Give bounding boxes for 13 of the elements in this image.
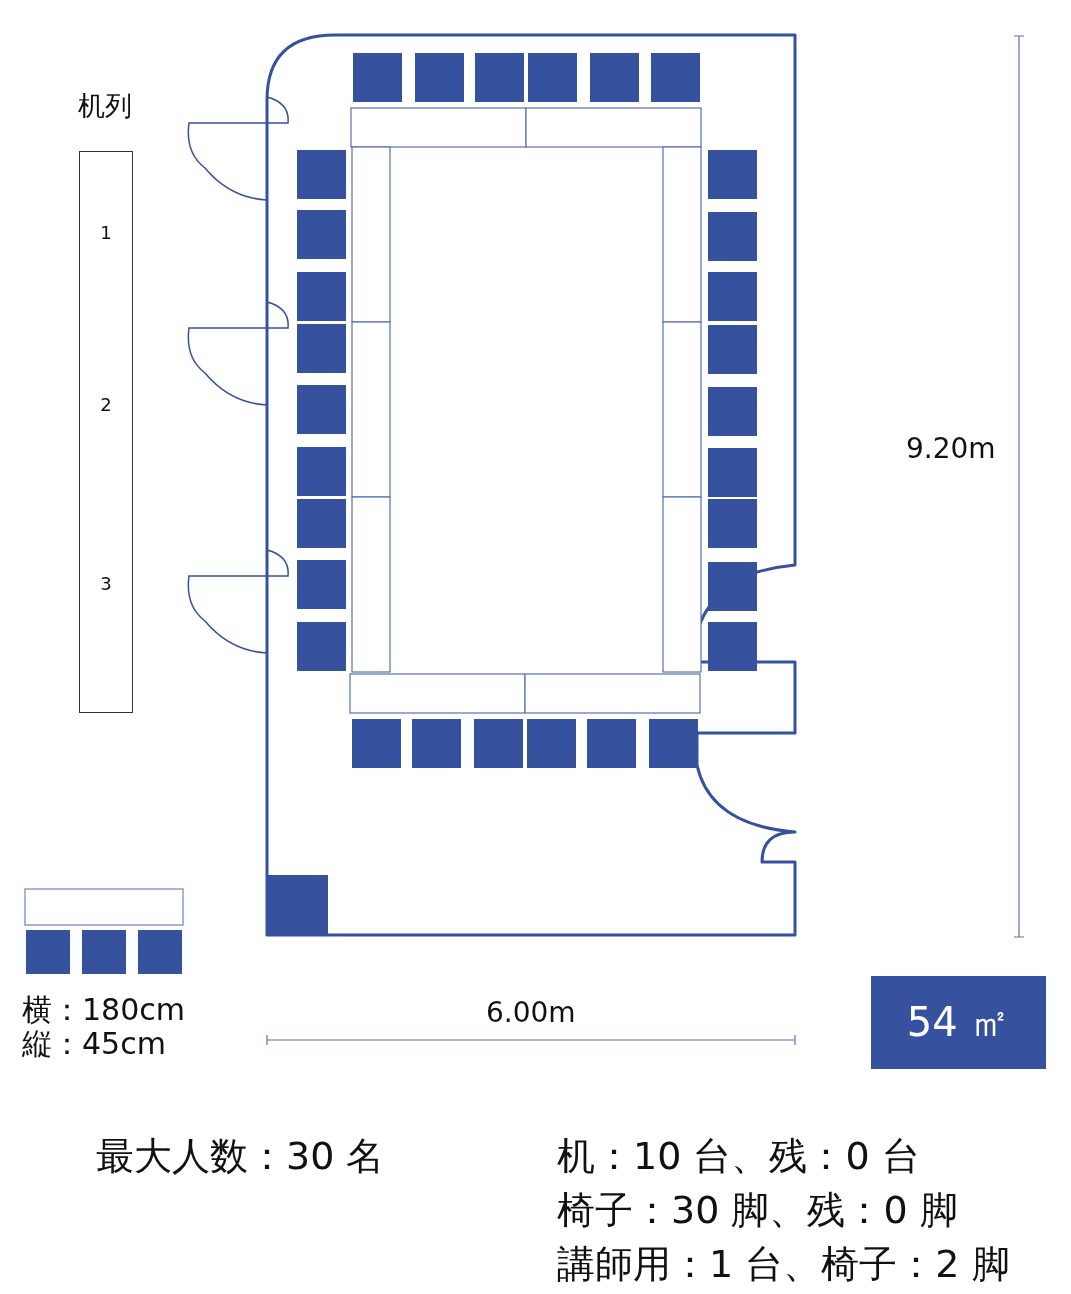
row-number: 1 [99,222,113,243]
row-number: 3 [99,573,113,594]
strip-heading: 机列 [78,89,132,123]
row-number: 2 [99,394,113,415]
dimension-note: 横：180cm [22,993,185,1027]
equipment-note: 椅子：30 脚、残：0 脚 [557,1187,958,1234]
dimension-label: 6.00m [486,996,576,1029]
equipment-note: 講師用：1 台、椅子：2 脚 [557,1241,1010,1288]
dimension-label: 9.20m [906,432,996,465]
area-box: 54 ㎡ [871,976,1046,1069]
equipment-note: 机：10 台、残：0 台 [557,1133,920,1180]
dimension-note: 縦：45cm [22,1027,166,1061]
capacity-note: 最大人数：30 名 [96,1133,385,1180]
